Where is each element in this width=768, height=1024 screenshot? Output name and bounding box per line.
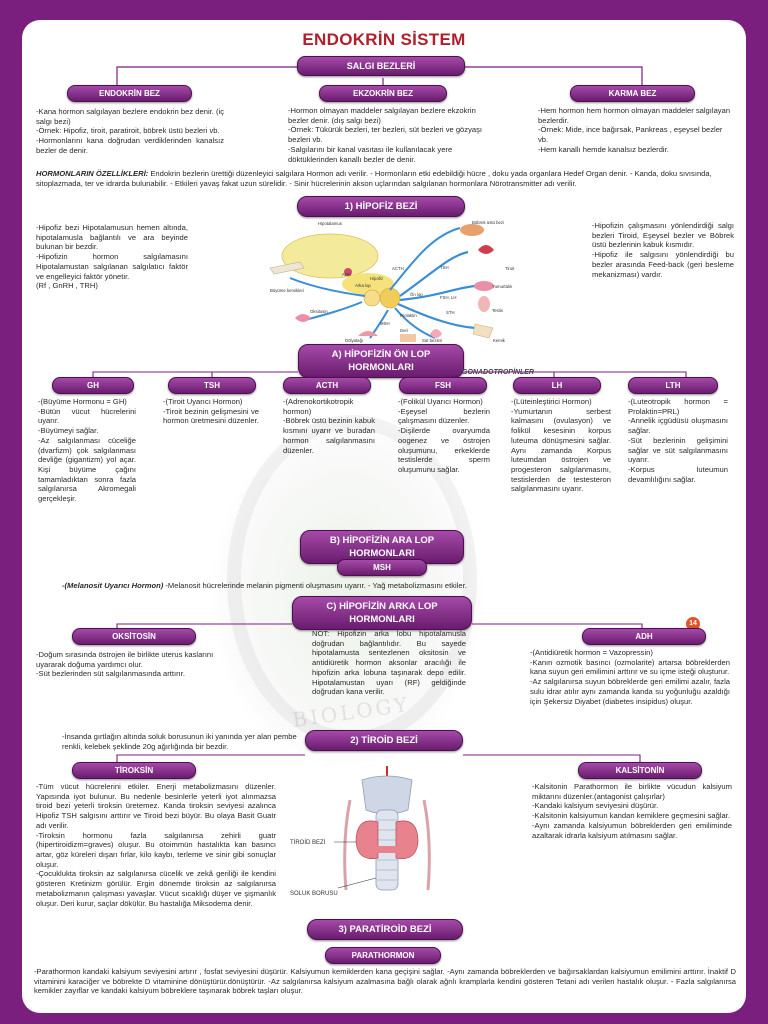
hormon-ozellikleri: HORMONLARIN ÖZELLİKLERİ: Endokrin bezler…	[36, 169, 734, 188]
lh-text: -(Lüteinleştirici Hormon) -Yumurtanın se…	[511, 397, 611, 494]
on-lop-connectors	[92, 371, 687, 380]
hipofiz-diagram: Hipotalamus Böbrek üstü bezi ACTH TSH Ti…	[269, 220, 515, 343]
hormon-ozellikleri-text: Endokrin bezlerin ürettiği düzenleyici s…	[36, 169, 712, 188]
tsh-label: TSH	[168, 377, 256, 394]
gh-text: -(Büyüme Hormonu = GH) -Bütün vücut hücr…	[38, 397, 136, 504]
lth-text: -(Luteotropik hormon = Prolaktin=PRL) -A…	[628, 397, 728, 484]
lbl-bobrek-ustu: Böbrek üstü bezi	[472, 220, 504, 225]
lbl-msh: MSH	[380, 321, 390, 326]
lbl-adh: ADH	[342, 272, 351, 277]
oksitosin-text: -Doğum sırasında östrojen ile birlikte u…	[36, 650, 214, 679]
lbl-prolaktin: Prolaktin	[400, 313, 417, 318]
msh-label: MSH	[337, 559, 427, 576]
tree-connectors	[116, 66, 643, 86]
lbl-fsh-lh: FSH, LH	[440, 295, 456, 300]
lbl-hipotalamus: Hipotalamus	[318, 221, 342, 226]
diagram-labels: Hipotalamus Böbrek üstü bezi ACTH TSH Ti…	[270, 220, 515, 343]
arka-lop-note: NOT: Hipofizin arka lobu hipotalamusla d…	[312, 629, 466, 697]
karma-bez-label: KARMA BEZ	[570, 85, 695, 102]
lbl-oksitosin: Oksitosin	[310, 309, 328, 314]
tiroid-diagram: TİROİD BEZİ SOLUK BORUSU	[290, 766, 431, 897]
ekzokrin-bez-text: -Hormon olmayan maddeler salgılayan bezl…	[288, 106, 483, 164]
fsh-label: FSH	[399, 377, 487, 394]
gh-label: GH	[52, 377, 134, 394]
lbl-tsh: TSH	[440, 265, 449, 270]
lbl-deri: Deri	[400, 328, 408, 333]
salgi-bezleri-header: SALGI BEZLERİ	[297, 56, 465, 76]
fsh-text: -(Folikül Uyarıcı Hormon) -Eşeysel bezle…	[398, 397, 490, 475]
ara-lop-header: B) HİPOFİZİN ARA LOP HORMONLARI	[300, 530, 464, 564]
lbl-on-lop: Ön lop	[410, 292, 423, 297]
acth-text: -(Adrenokortikotropik hormon) -Böbrek üs…	[283, 397, 375, 455]
lh-label: LH	[513, 377, 601, 394]
endokrin-bez-text: -Kana hormon salgılayan bezlere endokrin…	[36, 107, 224, 155]
lth-label: LTH	[628, 377, 718, 394]
tsh-text: -(Tiroit Uyarıcı Hormon) -Tiroit bezinin…	[163, 397, 259, 426]
kalsitonin-label: KALSİTONİN	[578, 762, 702, 779]
msh-text-italic: -(Melanosit Uyarıcı Hormon)	[62, 581, 164, 590]
hipofiz-bezi-header: 1) HİPOFİZ BEZİ	[297, 196, 465, 217]
parathormon-label: PARATHORMON	[325, 947, 441, 964]
soluk-borusu-label: SOLUK BORUSU	[290, 891, 338, 897]
paratiroid-bezi-header: 3) PARATİROİD BEZİ	[307, 919, 463, 940]
adh-text: -(Antidiüretik hormon = Vazopressin) -Ka…	[530, 648, 730, 706]
karma-bez-text: -Hem hormon hem hormon olmayan maddeler …	[538, 106, 731, 154]
tiroksin-label: TİROKSİN	[72, 762, 196, 779]
tiroid-connectors	[116, 754, 641, 763]
lbl-yumurtalik: Yumurtalık	[492, 284, 513, 289]
acth-label: ACTH	[283, 377, 371, 394]
poster-sheet: BIOLOGY ENDOKRİN SİSTEM SALGI BEZLERİ EN…	[22, 20, 746, 1013]
endokrin-bez-label: ENDOKRİN BEZ	[67, 85, 192, 102]
msh-text-body: -Melanosit hücrelerinde melanin pigmenti…	[163, 581, 467, 590]
hipofiz-right-text: -Hipofizin çalışmasını yönlendirdiği sal…	[592, 221, 734, 279]
lbl-dolyatagi: Dölyatağı	[345, 338, 363, 343]
hormon-ozellikleri-head: HORMONLARIN ÖZELLİKLERİ:	[36, 169, 149, 178]
lbl-testis: Testis	[492, 308, 503, 313]
msh-text: -(Melanosit Uyarıcı Hormon) -Melanosit h…	[62, 581, 722, 591]
tiroid-bezi-header: 2) TİROİD BEZİ	[305, 730, 463, 751]
lbl-buyume-kemikleri: Büyüme kemikleri	[270, 288, 304, 293]
page-title: ENDOKRİN SİSTEM	[302, 30, 466, 49]
tiroksin-text: -Tüm vücut hücrelerini etkiler. Enerji m…	[36, 782, 276, 908]
parathormon-text: -Parathormon kandaki kalsiyum seviyesini…	[34, 967, 736, 996]
arka-lop-header: C) HİPOFİZİN ARKA LOP HORMONLARI	[292, 596, 472, 630]
adh-label: ADH	[582, 628, 706, 645]
lbl-kemik: Kemik	[493, 338, 506, 343]
lbl-tiroit: Tiroit	[505, 266, 515, 271]
lbl-sut-bezleri: Süt bezleri	[422, 338, 442, 343]
lbl-arka-lop: Arka lop	[355, 283, 371, 288]
hipofiz-left-text: -Hipofiz bezi Hipotalamusun hemen altınd…	[36, 223, 188, 291]
page-number-badge: 14	[686, 617, 700, 631]
oksitosin-label: OKSİTOSİN	[72, 628, 196, 645]
tiroid-bezi-label: TİROİD BEZİ	[290, 839, 326, 846]
lbl-acth: ACTH	[392, 266, 404, 271]
on-lop-header: A) HİPOFİZİN ÖN LOP HORMONLARI	[298, 344, 464, 378]
lbl-hipofiz: Hipofiz	[370, 276, 383, 281]
tiroid-intro: -İnsanda gırtlağın altında soluk borusun…	[62, 732, 297, 751]
kalsitonin-text: -Kalsitonin Parathormon ile birlikte vüc…	[532, 782, 732, 840]
ekzokrin-bez-label: EKZOKRİN BEZ	[319, 85, 447, 102]
lbl-sth: STH	[446, 310, 455, 315]
